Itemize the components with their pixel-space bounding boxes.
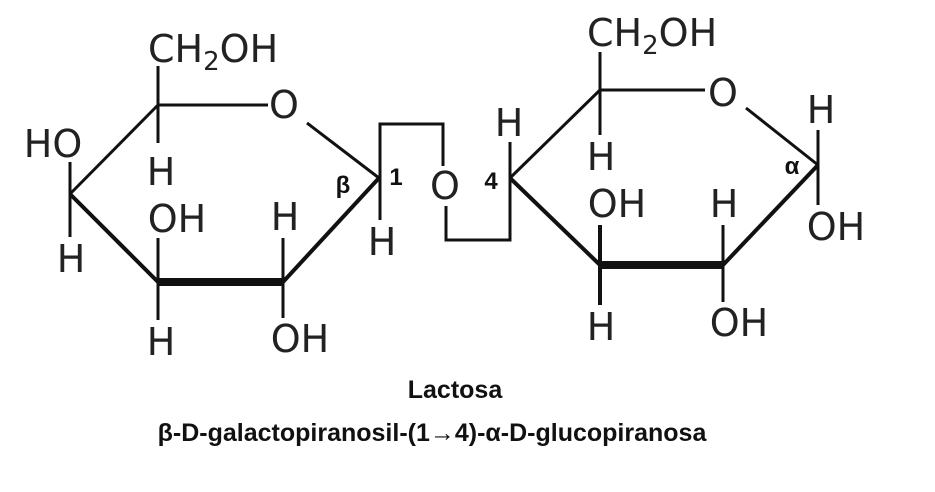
glucose-c2-oh: OH: [710, 301, 768, 345]
glucose-c1-h: H: [807, 88, 836, 132]
galactose-c5-h: H: [147, 150, 176, 194]
glucose-ring-bonds: [508, 52, 820, 305]
galactose-c2-h: H: [271, 195, 300, 239]
galactose-c1-h: H: [368, 220, 397, 264]
glucose-c3-oh: OH: [588, 182, 646, 226]
glucose-c5-h: H: [587, 135, 616, 179]
galactose-c4-ho: HO: [24, 122, 82, 166]
glucose-ch2oh-label: CH2OH: [587, 11, 717, 61]
galactose-ring-oxygen: O: [269, 83, 299, 127]
glycosidic-oxygen: O: [430, 164, 460, 208]
galactose-ring-bonds: [68, 66, 382, 320]
glucose-c1-oh: OH: [807, 205, 865, 249]
galactose-c4-h: H: [57, 237, 86, 281]
diagram-title: Lactosa: [408, 376, 504, 404]
carbon-4-label: 4: [484, 168, 498, 195]
glucose-c4-h: H: [495, 101, 524, 145]
iupac-name: β-D-galactopiranosil-(1→4)-α-D-glucopira…: [158, 419, 708, 447]
galactose-c3-h: H: [147, 320, 176, 364]
glucose-ring-oxygen: O: [708, 71, 738, 115]
galactose-c2-oh: OH: [271, 317, 329, 361]
alpha-anomer-label: α: [785, 153, 800, 180]
galactose-c3-oh: OH: [148, 197, 206, 241]
glucose-c3-h: H: [587, 305, 616, 349]
beta-anomer-label: β: [336, 172, 351, 199]
galactose-ch2oh-label: CH2OH: [148, 27, 278, 77]
glycosidic-bond: [378, 122, 512, 242]
carbon-1-label: 1: [389, 164, 402, 191]
glucose-c2-h: H: [710, 182, 739, 226]
